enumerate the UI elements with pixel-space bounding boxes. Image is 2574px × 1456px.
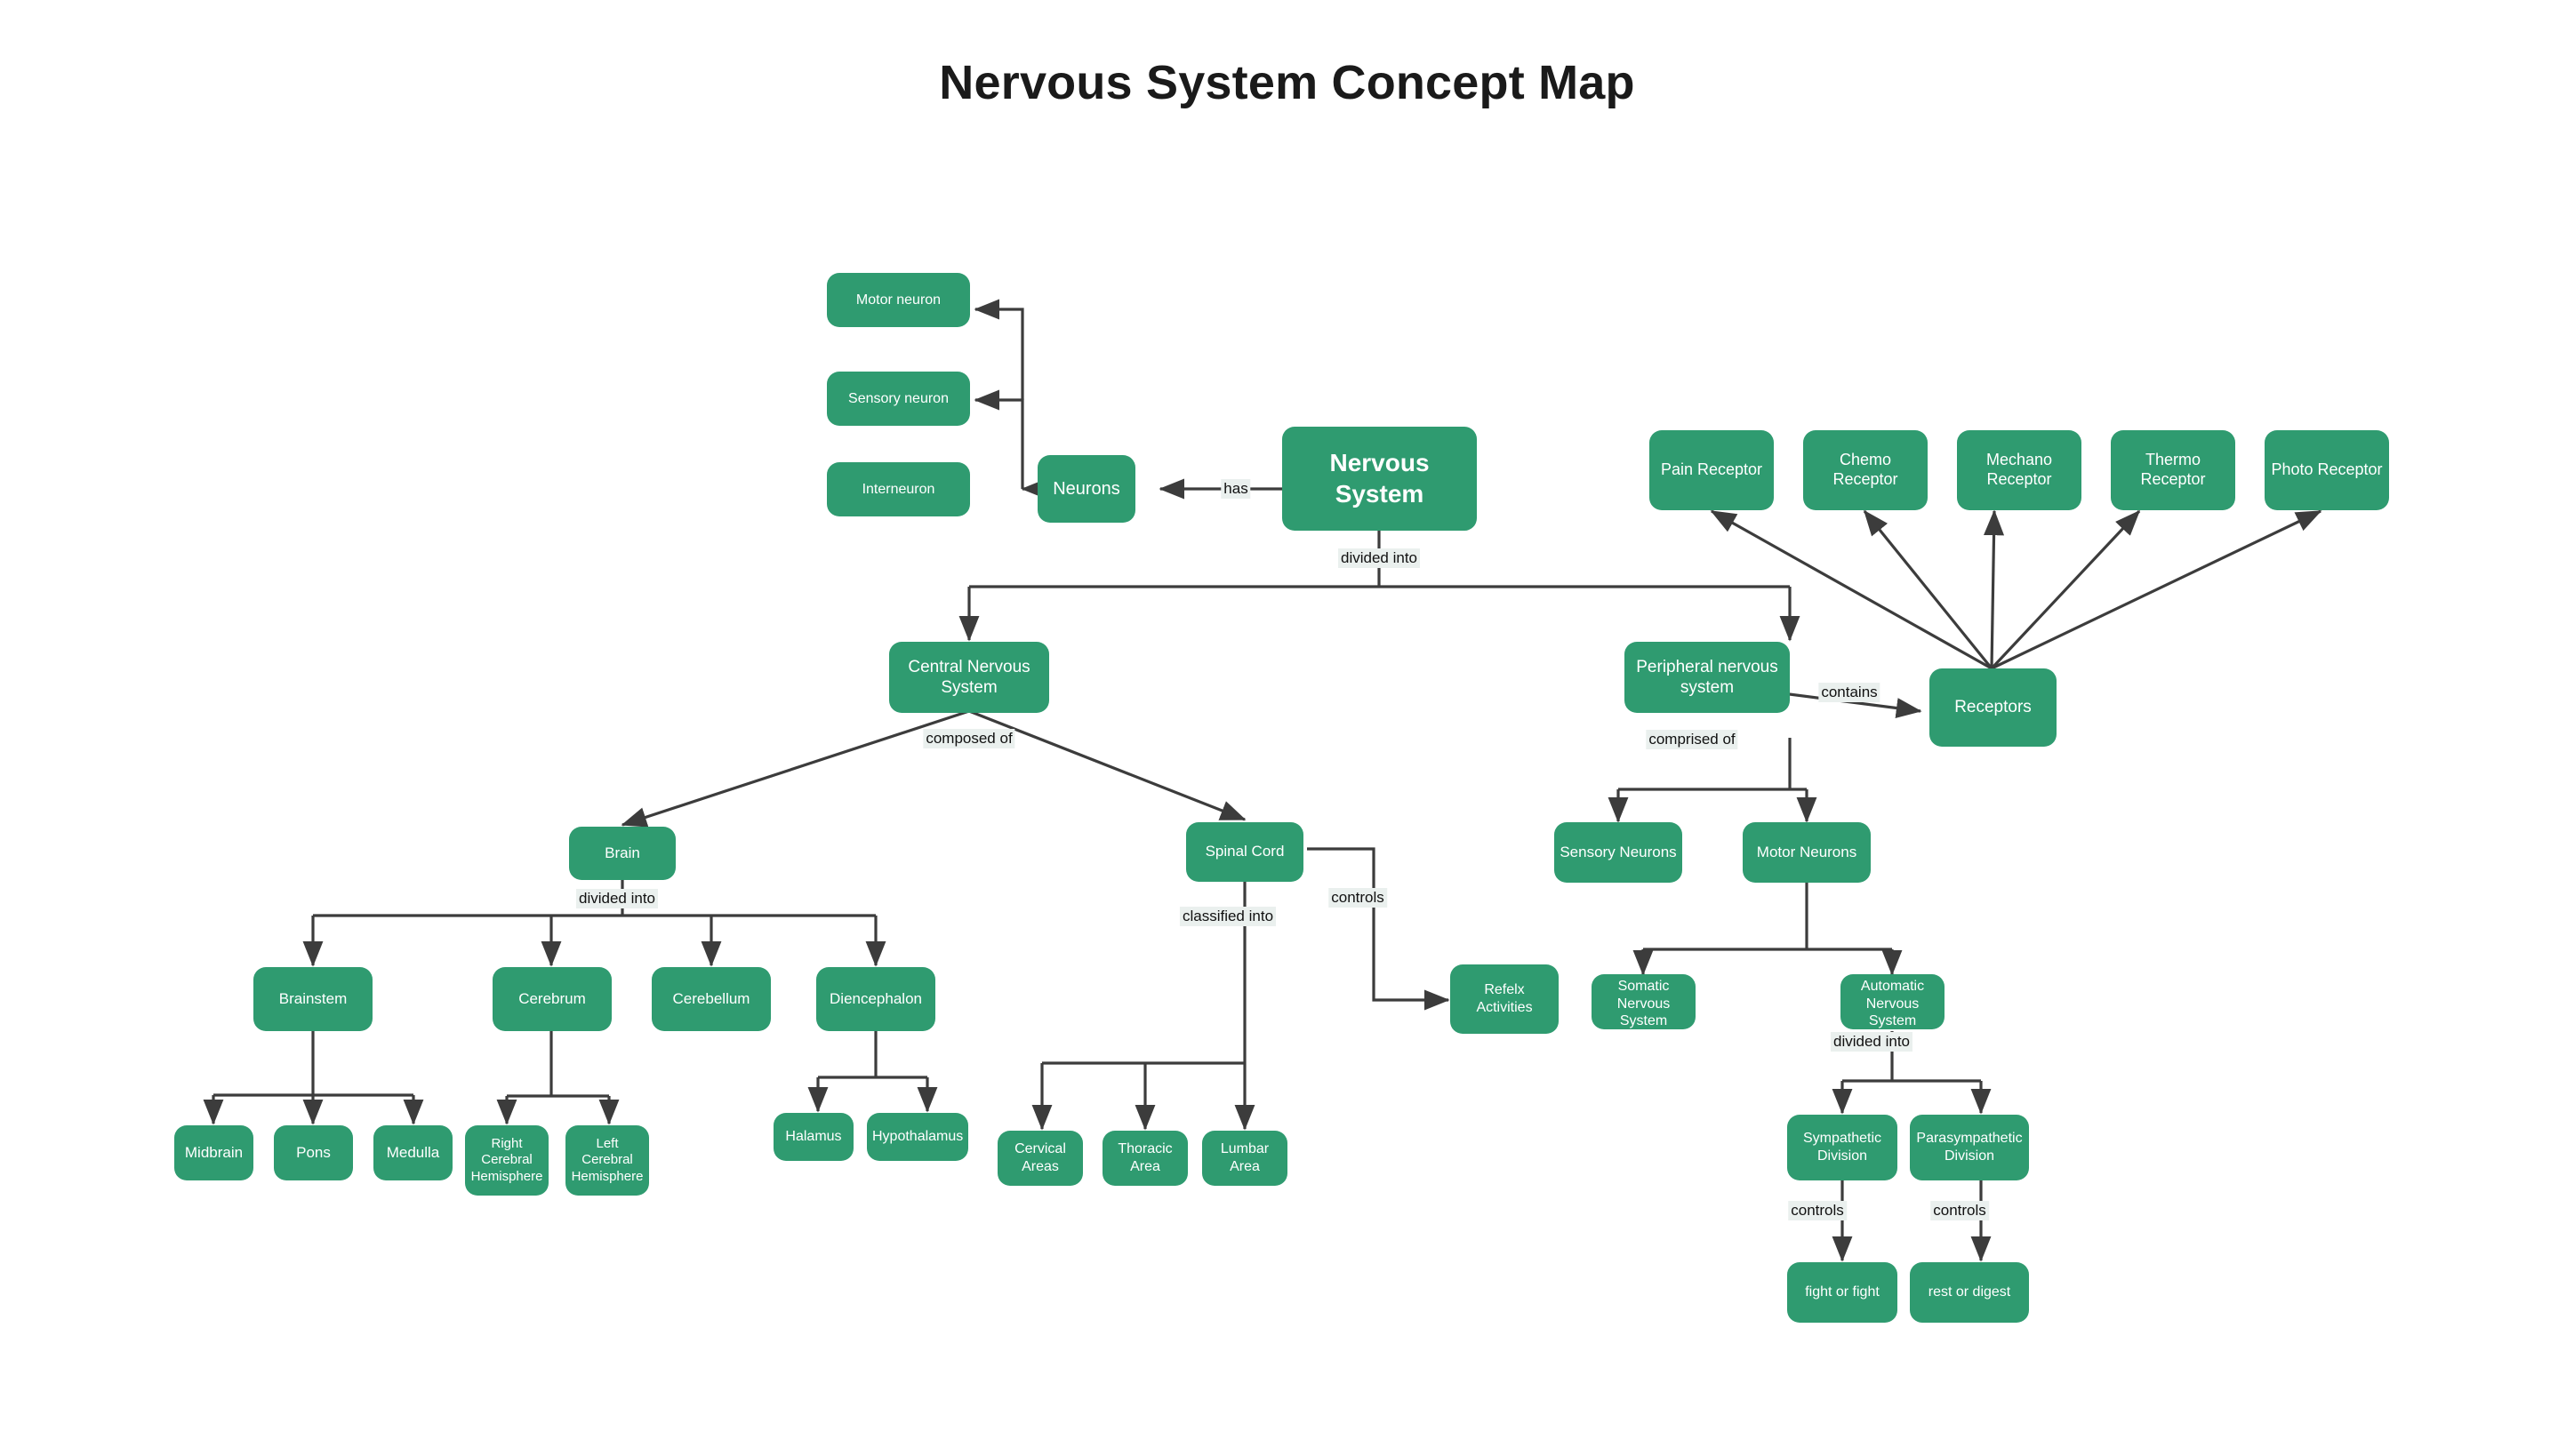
node-thermo-receptor[interactable]: Thermo Receptor <box>2111 430 2235 510</box>
node-somatic-nervous-system[interactable]: Somatic Nervous System <box>1592 974 1696 1029</box>
node-right-cerebral-hemisphere[interactable]: Right Cerebral Hemisphere <box>465 1125 549 1196</box>
edge-label-divided-into-root: divided into <box>1337 548 1421 568</box>
node-cervical-areas[interactable]: Cervical Areas <box>998 1131 1083 1186</box>
node-neurons[interactable]: Neurons <box>1038 455 1135 523</box>
node-motor-neuron[interactable]: Motor neuron <box>827 273 970 327</box>
page-title: Nervous System Concept Map <box>939 56 1635 109</box>
node-diencephalon[interactable]: Diencephalon <box>816 967 935 1031</box>
node-reflex-activities[interactable]: Refelx Activities <box>1450 964 1559 1034</box>
node-midbrain[interactable]: Midbrain <box>174 1125 253 1180</box>
edge-label-composed-of: composed of <box>923 729 1015 748</box>
node-spinal-cord[interactable]: Spinal Cord <box>1186 822 1303 882</box>
node-peripheral-nervous-system[interactable]: Peripheral nervous system <box>1624 642 1790 713</box>
node-sympathetic-division[interactable]: Sympathetic Division <box>1787 1115 1897 1180</box>
node-medulla[interactable]: Medulla <box>373 1125 453 1180</box>
node-brainstem[interactable]: Brainstem <box>253 967 373 1031</box>
node-pain-receptor[interactable]: Pain Receptor <box>1649 430 1774 510</box>
node-halamus[interactable]: Halamus <box>774 1113 854 1161</box>
node-motor-neurons[interactable]: Motor Neurons <box>1743 822 1871 883</box>
node-fight-or-fight[interactable]: fight or fight <box>1787 1262 1897 1323</box>
edge-label-divided-into-brain: divided into <box>575 889 659 908</box>
edge-label-has: has <box>1221 479 1251 499</box>
node-sensory-neurons[interactable]: Sensory Neurons <box>1554 822 1682 883</box>
node-sensory-neuron[interactable]: Sensory neuron <box>827 372 970 426</box>
edge-label-contains: contains <box>1818 683 1880 702</box>
node-photo-receptor[interactable]: Photo Receptor <box>2265 430 2389 510</box>
node-lumbar-area[interactable]: Lumbar Area <box>1202 1131 1287 1186</box>
node-rest-or-digest[interactable]: rest or digest <box>1910 1262 2029 1323</box>
edge-label-controls-sympathetic: controls <box>1788 1201 1847 1220</box>
node-interneuron[interactable]: Interneuron <box>827 462 970 516</box>
node-mechano-receptor[interactable]: Mechano Receptor <box>1957 430 2081 510</box>
node-brain[interactable]: Brain <box>569 827 676 880</box>
edge-label-classified-into: classified into <box>1179 907 1277 926</box>
node-central-nervous-system[interactable]: Central Nervous System <box>889 642 1049 713</box>
node-pons[interactable]: Pons <box>274 1125 353 1180</box>
node-cerebellum[interactable]: Cerebellum <box>652 967 771 1031</box>
node-receptors[interactable]: Receptors <box>1929 668 2057 747</box>
edge-label-controls-parasympathetic: controls <box>1930 1201 1989 1220</box>
node-thoracic-area[interactable]: Thoracic Area <box>1103 1131 1188 1186</box>
node-automatic-nervous-system[interactable]: Automatic Nervous System <box>1840 974 1945 1029</box>
edge-label-comprised-of: comprised of <box>1646 730 1738 749</box>
node-left-cerebral-hemisphere[interactable]: Left Cerebral Hemisphere <box>565 1125 649 1196</box>
node-hypothalamus[interactable]: Hypothalamus <box>867 1113 968 1161</box>
edge-label-controls-spinal: controls <box>1328 888 1387 908</box>
edge-label-divided-into-ans: divided into <box>1830 1032 1913 1052</box>
node-chemo-receptor[interactable]: Chemo Receptor <box>1803 430 1928 510</box>
node-nervous-system[interactable]: Nervous System <box>1282 427 1477 531</box>
node-cerebrum[interactable]: Cerebrum <box>493 967 612 1031</box>
node-parasympathetic-division[interactable]: Parasympathetic Division <box>1910 1115 2029 1180</box>
